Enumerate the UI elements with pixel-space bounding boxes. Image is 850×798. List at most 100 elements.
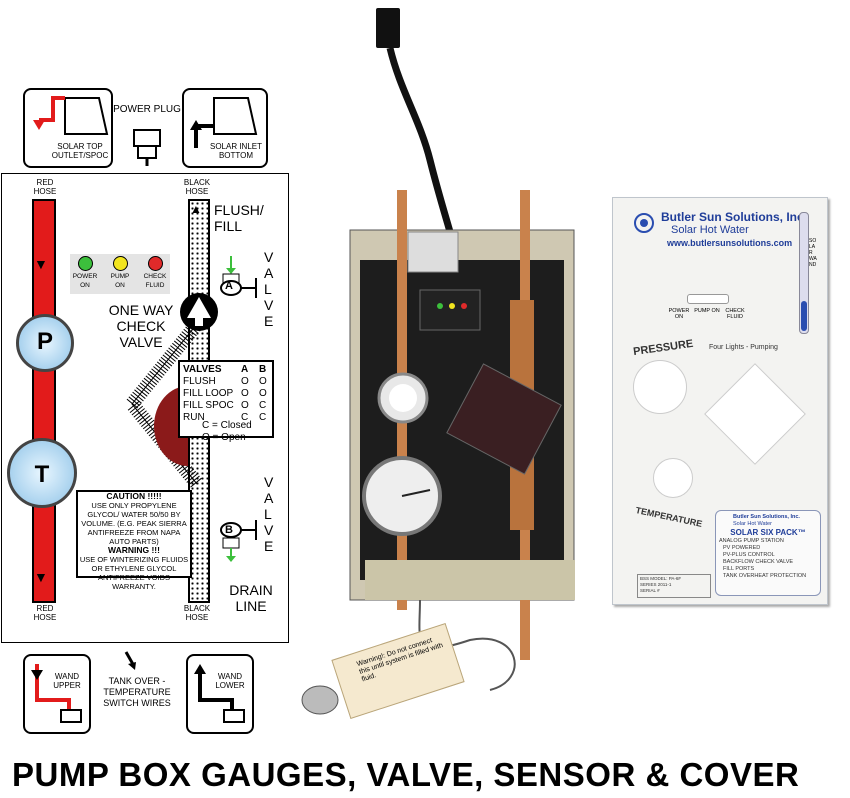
table-cell: FILL LOOP (183, 388, 234, 399)
red-hose-bottom-label: RED HOSE (33, 604, 57, 622)
solar-inlet-icon: SOLAR INLET BOTTOM (182, 88, 268, 168)
solar-inlet-label: SOLAR INLET BOTTOM (209, 142, 262, 160)
card-feature: TANK OVERHEAT PROTECTION (723, 573, 807, 579)
pump-light (113, 256, 128, 271)
caution-box: CAUTION !!!!! USE ONLY PROPYLENE GLYCOL/… (76, 490, 192, 591)
card-title: SOLAR SIX PACK™ (730, 528, 806, 537)
card-feature: FILL PORTS (723, 566, 755, 572)
pressure-gauge: P (16, 314, 74, 372)
diamond-window (704, 363, 806, 465)
power-light (78, 256, 93, 271)
cover-light-check: CHECK FLUID (725, 308, 745, 320)
page-caption: PUMP BOX GAUGES, VALVE, SENSOR & COVER (12, 756, 800, 793)
wire-arrow-icon (124, 651, 136, 670)
solar-top-label: SOLAR TOP OUTLET/SPOC (51, 142, 109, 160)
legend-closed: C = Closed (202, 420, 252, 431)
power-plug-label: POWER PLUG (113, 104, 181, 115)
check-fluid-light (148, 256, 163, 271)
table-cell: O (259, 376, 267, 387)
table-cell: FLUSH (183, 376, 216, 387)
red-hose (32, 199, 56, 603)
valves-header-b: B (259, 364, 267, 375)
pressure-gauge-letter: P (36, 328, 53, 355)
cover-panel: Butler Sun Solutions, Inc. Solar Hot Wat… (612, 197, 828, 605)
card-feature: BACKFLOW CHECK VALVE (723, 559, 794, 565)
pump-box-photo (301, 8, 575, 715)
black-hose-top-label: BLACK HOSE (183, 178, 211, 196)
wand-lower-icon: WAND LOWER (186, 654, 254, 734)
cover-light-pump: PUMP ON (694, 308, 720, 314)
valve-a-letter: A (225, 280, 233, 292)
table-cell: O (241, 376, 249, 387)
card-feature: PV POWERED (723, 545, 761, 551)
light-label-power: POWER ON (72, 273, 98, 289)
info-card: Butler Sun Solutions, Inc. Solar Hot Wat… (715, 510, 821, 596)
four-lights-label: Four Lights - Pumping (709, 344, 778, 351)
valves-header-label: VALVES (183, 364, 222, 375)
card-sub: Solar Hot Water (733, 521, 772, 527)
table-cell: O (241, 388, 249, 399)
caution-text: USE ONLY PROPYLENE GLYCOL/ WATER 50/50 B… (81, 501, 187, 546)
legend-open: O = Open (202, 432, 246, 443)
pressure-hole (633, 360, 687, 414)
light-slot (687, 294, 729, 304)
black-hose-bottom-label: BLACK HOSE (183, 604, 211, 622)
temperature-hole (653, 458, 693, 498)
red-hose-arrow-icon: ▼ (34, 256, 48, 272)
wand-thermometer (799, 212, 809, 334)
light-label-check: CHECK FLUID (143, 273, 167, 289)
table-cell: C (259, 400, 267, 411)
card-serial: SERIAL # (640, 588, 660, 593)
valve-b-icon (220, 520, 257, 562)
valve-a-label-vertical: VALVE (264, 249, 274, 329)
card-feature: PV-PLUS CONTROL (723, 552, 775, 558)
table-cell: C (259, 412, 267, 423)
wand-fill (801, 301, 807, 331)
table-cell: FILL SPOC (183, 400, 234, 411)
warning-text: USE OF WINTERIZING FLUIDS OR ETHYLENE GL… (79, 555, 189, 591)
diagram-panel: RED HOSE BLACK HOSE ▼ ▼ ▲ POWER ON PUMP … (1, 173, 289, 643)
temperature-gauge: T (7, 438, 77, 508)
power-plug-icon (133, 129, 161, 166)
logo-sun-icon (634, 213, 654, 233)
table-cell: RUN (183, 412, 205, 423)
black-hose-arrow-icon: ▲ (190, 202, 202, 216)
tank-wires-label: TANK OVER - TEMPERATURE SWITCH WIRES (103, 676, 171, 708)
valves-header-a: A (241, 364, 249, 375)
wand-upper-label: WAND UPPER (53, 672, 81, 690)
valves-table-header: VALVES A B (183, 364, 269, 376)
red-hose-top-label: RED HOSE (33, 178, 57, 196)
wand-lower-label: WAND LOWER (215, 672, 245, 690)
wand-label: SOLAR WAND (809, 238, 817, 268)
drain-line-label: DRAIN LINE (229, 582, 273, 614)
card-heading: ANALOG PUMP STATION (719, 538, 784, 544)
table-cell: C (241, 412, 249, 423)
cover-subtitle: Solar Hot Water (671, 224, 749, 236)
red-hose-arrow-icon: ▼ (34, 569, 48, 585)
indicator-lights: POWER ON PUMP ON CHECK FLUID (70, 254, 170, 294)
light-label-pump: PUMP ON (110, 273, 130, 289)
valve-b-letter: B (225, 524, 233, 536)
cover-light-power: POWER ON (668, 308, 690, 320)
valves-legend: C = Closed O = Open (202, 420, 282, 444)
cover-pressure-label: PRESSURE (632, 337, 695, 359)
card-company: Butler Sun Solutions, Inc. (733, 514, 800, 520)
valve-b-label-vertical: VALVE (264, 474, 274, 554)
valve-a-icon (220, 256, 257, 298)
cover-temperature-label: TEMPERATURE (634, 505, 704, 529)
temperature-gauge-letter: T (34, 461, 50, 488)
cover-company: Butler Sun Solutions, Inc. (661, 210, 808, 224)
warning-title: WARNING !!! (108, 545, 160, 555)
card-model: BSS MODEL: PA-6F (640, 576, 682, 581)
flush-fill-label: FLUSH/ FILL (214, 202, 264, 234)
cover-website: www.butlersunsolutions.com (667, 238, 793, 248)
check-valve-icon (180, 293, 218, 331)
table-cell: O (259, 388, 267, 399)
wand-upper-icon: WAND UPPER (23, 654, 91, 734)
table-cell: O (241, 400, 249, 411)
card-series: SERIES 2011-1 (640, 582, 672, 587)
